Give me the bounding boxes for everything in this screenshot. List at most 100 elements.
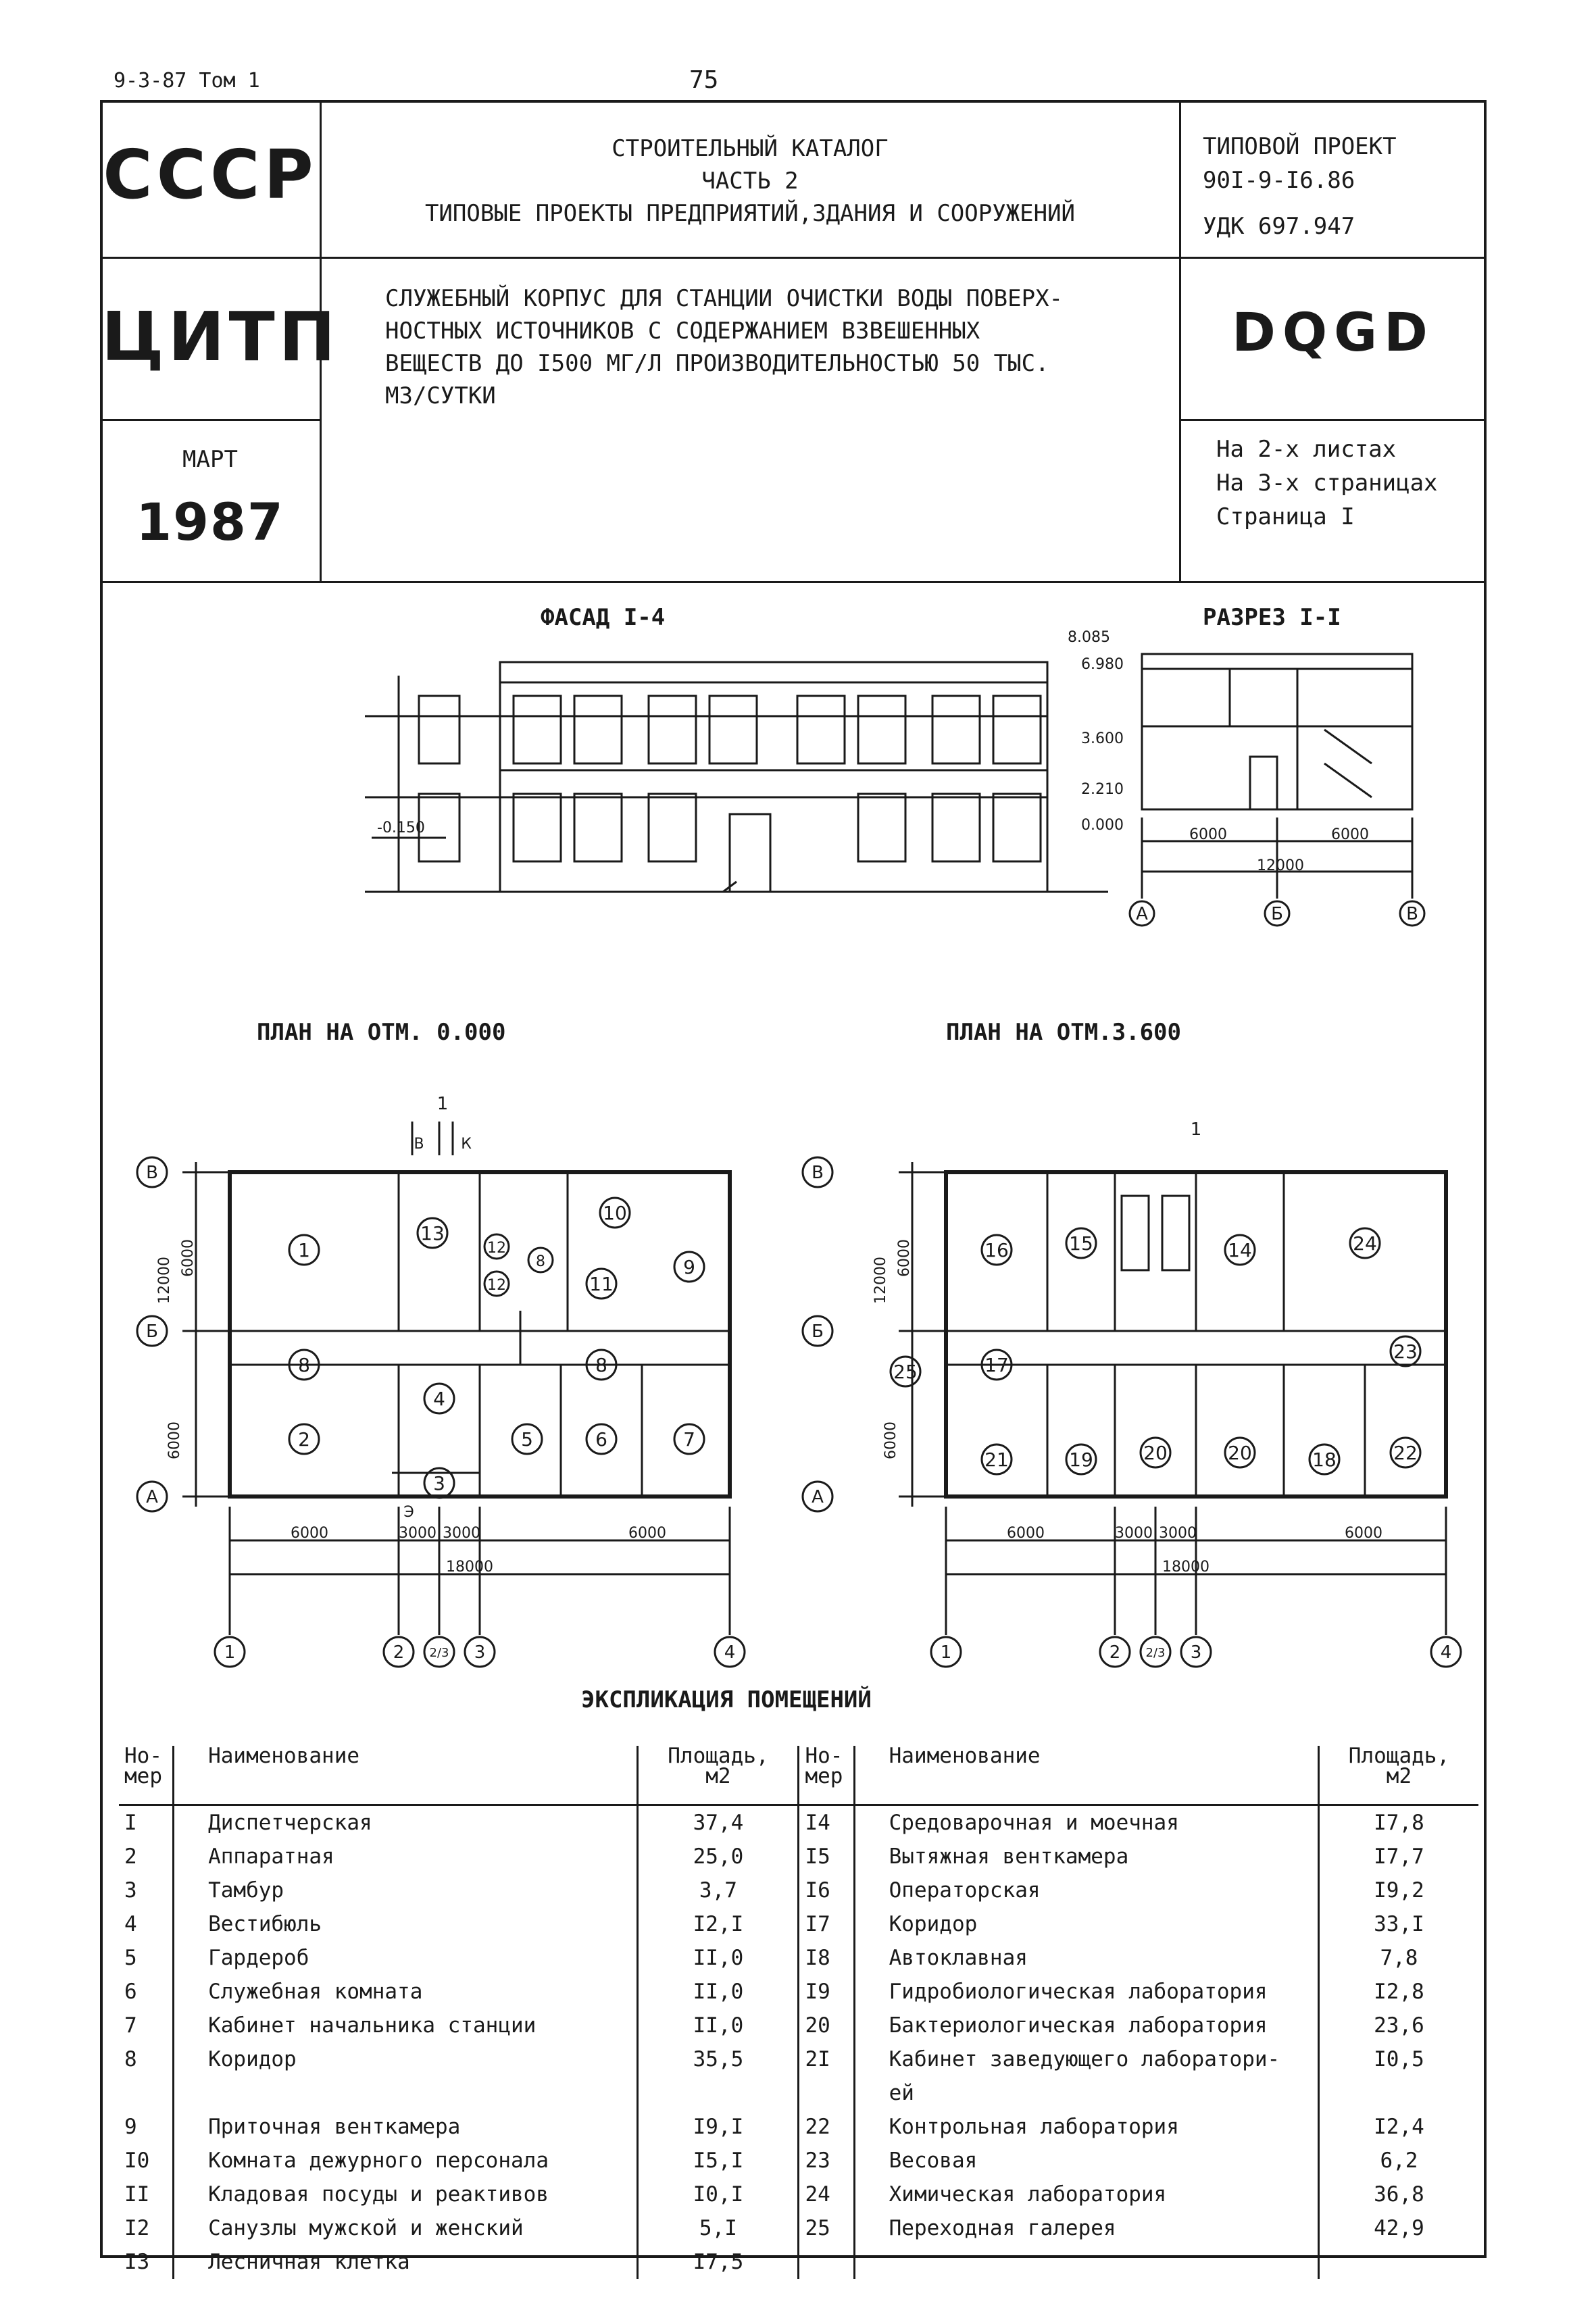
- plan1-axis-a: А: [146, 1487, 158, 1507]
- section-axis-a: А: [1136, 904, 1148, 924]
- cell-right-area: I2,8: [1317, 1975, 1478, 2009]
- explication-table: Но- мер Наименование Площадь, м2 Но- мер…: [119, 1746, 1478, 2279]
- header-num-left: Но- мер: [119, 1746, 174, 1806]
- section-mark-3: 3.600: [1081, 730, 1124, 747]
- plan1-room-2: 2: [298, 1428, 310, 1451]
- section-dim-1: 6000: [1189, 826, 1227, 843]
- cell-right-name: Контрольная лаборатория: [853, 2110, 1319, 2144]
- page-index: Страница I: [1216, 503, 1355, 530]
- facade-drawing: -0.150: [365, 661, 1108, 893]
- title-divider-4: [100, 581, 1487, 583]
- cell-left-name: Кладовая посуды и реактивов: [172, 2178, 638, 2211]
- plan2-room-circles: [889, 1227, 1422, 1476]
- project-title-line-3: ВЕЩЕСТВ ДО I500 МГ/Л ПРОИЗВОДИТЕЛЬНОСТЬЮ…: [385, 350, 1049, 377]
- plan1-axis-1: 1: [224, 1642, 236, 1663]
- project-number: 90I-9-I6.86: [1203, 167, 1355, 194]
- cell-right-area: 36,8: [1317, 2178, 1478, 2211]
- plan2-room-17: 17: [984, 1354, 1009, 1376]
- plan1-axis-b: Б: [146, 1322, 158, 1342]
- plan2-room-22: 22: [1393, 1442, 1418, 1464]
- section-dim-total: 12000: [1257, 857, 1304, 874]
- cell-left-name: Приточная венткамера: [172, 2110, 638, 2144]
- section-mark-4: 2.210: [1081, 781, 1124, 798]
- plan1-room-12b: 12: [487, 1277, 506, 1294]
- cell-right-area: 7,8: [1317, 1941, 1478, 1975]
- cell-left-num: I: [124, 1811, 137, 1835]
- plan2-axis-4: 4: [1441, 1642, 1452, 1663]
- cell-right-num: 20: [797, 2009, 855, 2042]
- cell-left-area: I0,I: [637, 2178, 799, 2211]
- plan1-dim-2: 3000: [399, 1525, 437, 1542]
- cell-left-num: I3: [124, 2250, 150, 2274]
- title-divider-2: [100, 419, 320, 421]
- facade-windows-upper: [418, 695, 1042, 765]
- cell-left-num: 5: [124, 1946, 137, 1970]
- cell-right-num: 25: [797, 2211, 855, 2245]
- cell-right-area: 6,2: [1317, 2144, 1478, 2178]
- cell-left-num: 6: [124, 1980, 137, 2004]
- cell-right-name: Операторская: [853, 1873, 1319, 1907]
- plan1-label-e: Э: [403, 1504, 414, 1521]
- cell-left-area: I2,I: [637, 1907, 799, 1941]
- section-dim-2: 6000: [1331, 826, 1369, 843]
- cell-left-area: 35,5: [637, 2042, 799, 2110]
- cell-left-num: 7: [124, 2013, 137, 2038]
- plan2-room-19: 19: [1069, 1449, 1093, 1471]
- cell-left-area: 25,0: [637, 1840, 799, 1873]
- plan2-dim-3: 3000: [1159, 1525, 1197, 1542]
- explication-title: ЭКСПЛИКАЦИЯ ПОМЕЩЕНИЙ: [581, 1686, 872, 1713]
- plan1-room-7: 7: [683, 1428, 695, 1451]
- cell-right-name: Автоклавная: [853, 1941, 1319, 1975]
- plan1-room-circles: [288, 1197, 705, 1499]
- plan1-axis-2: 2: [393, 1642, 405, 1663]
- cell-left-name: Служебная комната: [172, 1975, 638, 2009]
- cell-left-name: Коридор: [172, 2042, 638, 2110]
- title-vline-2: [1179, 100, 1181, 582]
- release-year: 1987: [136, 492, 284, 552]
- cell-right-area: I7,8: [1317, 1805, 1478, 1840]
- plan2-axis-1: 1: [941, 1642, 952, 1663]
- cell-left-area: I9,I: [637, 2110, 799, 2144]
- cell-right-name: Весовая: [853, 2144, 1319, 2178]
- cell-right-area: I0,5: [1317, 2042, 1478, 2110]
- plan2-room-15: 15: [1069, 1232, 1093, 1255]
- plan2-cut-mark: 1: [1191, 1120, 1202, 1140]
- cell-right-name: Вытяжная венткамера: [853, 1840, 1319, 1873]
- cell-left-num: I0: [124, 2148, 150, 2173]
- project-code: DQGD: [1232, 303, 1435, 363]
- cell-right-area: I9,2: [1317, 1873, 1478, 1907]
- plan1-drawing: 1 13 10 12 8 11 9 12 8 8 2 4 5 6 7 3 В Б…: [136, 1094, 746, 1668]
- sheet-count: На 2-х листах: [1216, 436, 1397, 463]
- plan1-room-13: 13: [420, 1222, 445, 1244]
- plan1-label-k: К: [461, 1136, 472, 1153]
- plan1-room-8c: 8: [595, 1354, 607, 1376]
- cell-left-area: 37,4: [637, 1805, 799, 1840]
- cell-left-name: Лесничная клетка: [172, 2245, 638, 2279]
- cell-left-area: II,0: [637, 1975, 799, 2009]
- sheet-info: На 2-х листах На 3-х страницах Страница …: [1216, 432, 1480, 534]
- project-title-line-1: СЛУЖЕБНЫЙ КОРПУС ДЛЯ СТАНЦИИ ОЧИСТКИ ВОД…: [385, 285, 1064, 312]
- plan2-room-20a: 20: [1143, 1442, 1168, 1464]
- cell-left-num: 9: [124, 2115, 137, 2139]
- catalog-line-2: ЧАСТЬ 2: [701, 168, 799, 195]
- cell-right-area: [1317, 2245, 1478, 2279]
- header-area-left: Площадь, м2: [637, 1746, 799, 1806]
- cell-right-num: 2I: [797, 2042, 855, 2110]
- project-title-line-4: М3/СУТКИ: [385, 382, 496, 409]
- cell-right-name: Коридор: [853, 1907, 1319, 1941]
- plan2-dim-v3: 6000: [882, 1422, 899, 1459]
- plan2-room-20b: 20: [1228, 1442, 1252, 1464]
- plan2-room-14: 14: [1228, 1239, 1252, 1261]
- header-name-right: Наименование: [853, 1746, 1319, 1806]
- section-mark-2: 6.980: [1081, 656, 1124, 673]
- cell-left-name: Тамбур: [172, 1873, 638, 1907]
